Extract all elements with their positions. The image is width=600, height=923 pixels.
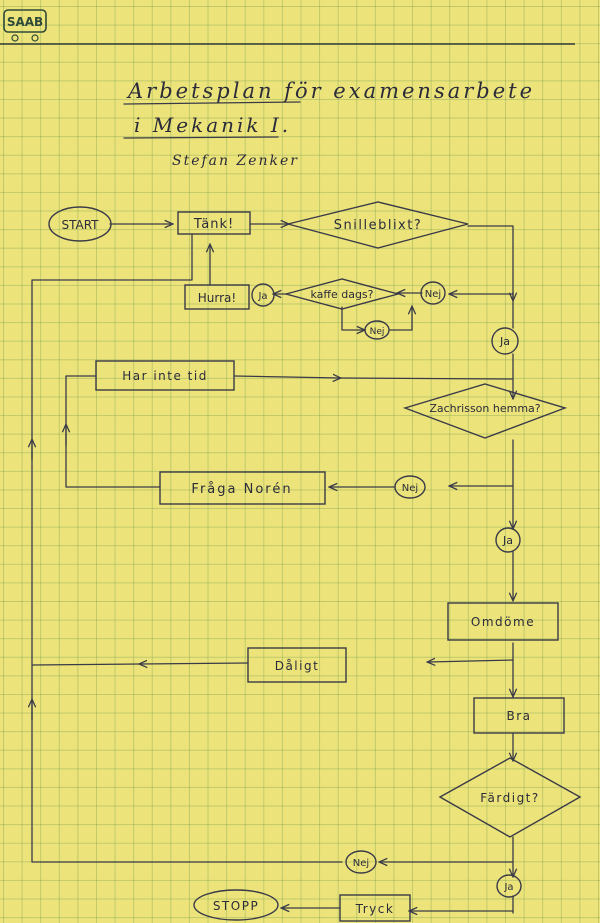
stop-label: STOPP bbox=[213, 899, 259, 913]
bad-label: Dåligt bbox=[275, 659, 320, 673]
nej-loop-circle bbox=[364, 320, 390, 340]
stop-terminal bbox=[193, 889, 279, 921]
nej-label-3: Nej bbox=[353, 858, 369, 869]
nej-coffee-label: Nej bbox=[425, 289, 441, 300]
ja-label-3: Ja bbox=[502, 534, 513, 547]
idea-label: Snilleblixt? bbox=[334, 218, 423, 233]
coffee-decision bbox=[283, 278, 401, 310]
good-label: Bra bbox=[506, 709, 531, 723]
ask-box bbox=[159, 471, 326, 505]
logo-text: SAAB bbox=[7, 15, 43, 29]
ja-label-4: Ja bbox=[503, 882, 513, 893]
judge-box bbox=[447, 602, 559, 641]
ja-circle-3 bbox=[495, 527, 521, 553]
judge-label: Omdöme bbox=[471, 615, 535, 629]
think-box bbox=[177, 211, 251, 235]
author-name: Stefan Zenker bbox=[172, 153, 299, 169]
nej-coffee-circle bbox=[420, 281, 446, 305]
coffee-label: kaffe dags? bbox=[310, 288, 373, 301]
start-label: START bbox=[61, 218, 99, 232]
print-label: Tryck bbox=[355, 902, 395, 916]
connectors bbox=[32, 224, 513, 913]
done-decision bbox=[438, 757, 582, 838]
ja-coffee-label: Ja bbox=[257, 291, 267, 302]
nej-circle-2 bbox=[394, 475, 426, 499]
start-terminal bbox=[48, 206, 112, 242]
ask-label: Fråga Norén bbox=[191, 482, 292, 497]
good-box bbox=[473, 697, 565, 734]
nej-circle-3 bbox=[345, 850, 377, 874]
no-time-box bbox=[95, 360, 235, 391]
done-label: Färdigt? bbox=[480, 791, 540, 805]
ja-label-2: Ja bbox=[499, 335, 510, 348]
ja-coffee-circle bbox=[251, 283, 275, 307]
page-title: Arbetsplan för examensarbete bbox=[126, 79, 535, 103]
saab-logo: SAAB bbox=[3, 9, 47, 42]
nej-label-2: Nej bbox=[402, 483, 418, 494]
no-time-label: Har inte tid bbox=[122, 369, 208, 383]
nej-loop-label: Nej bbox=[370, 327, 385, 337]
home-label: Zachrisson hemma? bbox=[429, 402, 540, 415]
hurra-box bbox=[184, 284, 250, 310]
idea-decision bbox=[287, 201, 469, 249]
ja-circle-2 bbox=[491, 327, 519, 355]
hurra-label: Hurra! bbox=[198, 291, 236, 305]
page-subtitle: i Mekanik I. bbox=[134, 113, 291, 137]
bad-box bbox=[247, 647, 347, 683]
ja-circle-4 bbox=[496, 874, 522, 898]
home-decision bbox=[402, 383, 568, 439]
think-label: Tänk! bbox=[193, 217, 234, 232]
print-box bbox=[339, 894, 411, 922]
